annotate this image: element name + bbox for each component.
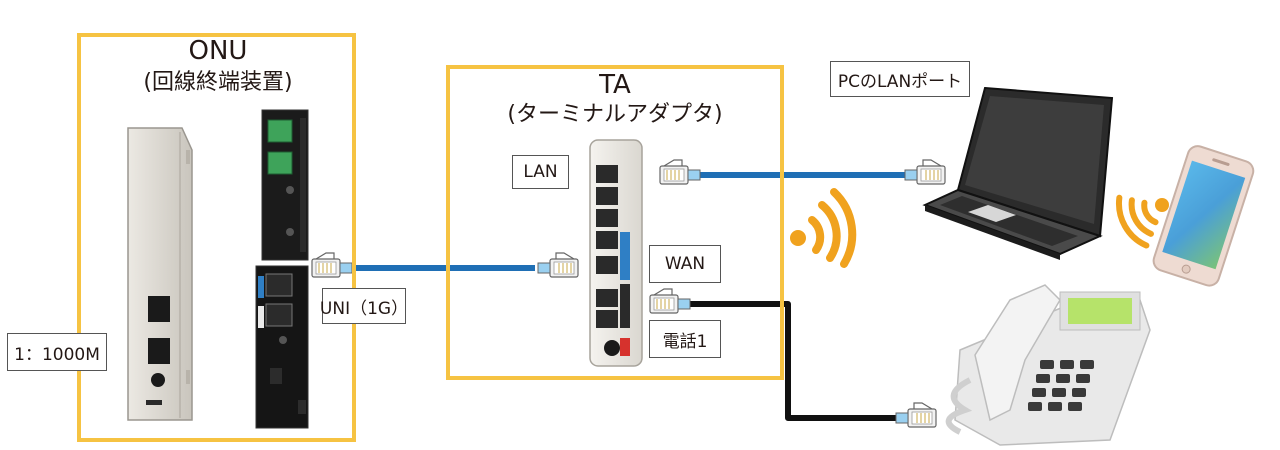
ta-device — [589, 139, 643, 367]
onu-subtitle: (回線終端装置) — [143, 70, 293, 95]
laptop-icon — [922, 86, 1114, 260]
ta-title: TA — [599, 70, 631, 100]
onu-title: ONU — [188, 36, 248, 66]
speed-label: 1：1000M — [7, 333, 107, 371]
onu-black-module-bottom — [255, 265, 309, 429]
phone-cable — [649, 288, 937, 428]
onu-device — [127, 127, 193, 421]
pc-lan-port-label: PCのLANポート — [830, 61, 970, 97]
wifi-signal-icon — [790, 188, 857, 268]
ta-wan-label: WAN — [649, 245, 721, 283]
ta-phone-label: 電話1 — [649, 320, 721, 358]
uni-label: UNI（1G） — [320, 288, 408, 324]
desk-phone-icon — [945, 284, 1151, 446]
ta-lan-label: LAN — [512, 155, 569, 189]
onu-black-module-top — [261, 109, 309, 261]
lan-cable — [659, 159, 946, 185]
smartphone-icon — [1152, 145, 1255, 287]
ta-subtitle: (ターミナルアダプタ) — [507, 102, 723, 127]
ta-frame — [446, 65, 784, 380]
uni-cable — [311, 252, 579, 278]
onu-frame — [77, 33, 356, 442]
wifi-signal-icon — [1115, 194, 1169, 249]
